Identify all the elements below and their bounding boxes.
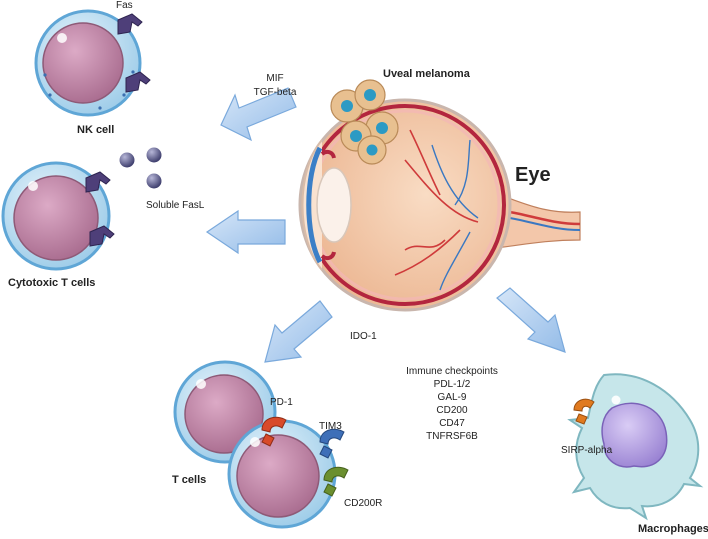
fas-receptor-top	[117, 13, 143, 35]
fas-receptor-ctl-top	[85, 171, 111, 193]
tgf-beta-label: TGF-beta	[253, 87, 297, 98]
pd1-receptor	[261, 416, 287, 447]
sirp-alpha-receptor	[573, 398, 595, 425]
fas-label: Fas	[116, 0, 133, 11]
t-cells-label: T cells	[172, 474, 207, 486]
eye-illustration	[298, 98, 581, 312]
fas-receptor-bottom	[125, 71, 151, 93]
immune-checkpoints-heading: Immune checkpoints	[406, 366, 498, 377]
eye-label: Eye	[515, 164, 551, 186]
cytotoxic-t-cell	[1, 161, 111, 271]
ido1-label: IDO-1	[350, 331, 377, 342]
checkpoint-tnfrsf6b: TNFRSF6B	[426, 431, 478, 442]
mif-label: MIF	[266, 73, 284, 84]
arrow-to-macrophages	[496, 287, 566, 353]
uveal-melanoma-label: Uveal melanoma	[383, 68, 470, 80]
tumor-cells	[330, 79, 399, 165]
cd200r-receptor	[323, 466, 349, 497]
checkpoint-cd200: CD200	[436, 405, 468, 416]
checkpoint-pdl12: PDL-1/2	[433, 379, 471, 390]
macrophage	[567, 373, 704, 521]
pd1-label: PD-1	[270, 397, 293, 408]
nk-cell	[34, 9, 142, 117]
checkpoint-cd47: CD47	[439, 418, 465, 429]
fas-receptor-ctl-bottom	[89, 225, 115, 247]
tim3-label: TIM3	[319, 421, 342, 432]
checkpoint-gal9: GAL-9	[437, 392, 467, 403]
tim3-receptor	[319, 428, 345, 459]
t-cell-front	[227, 419, 337, 529]
arrow-to-t-cells	[264, 300, 333, 363]
arrow-to-cytotoxic-t-cells	[205, 209, 286, 255]
cytotoxic-t-cells-label: Cytotoxic T cells	[8, 277, 96, 289]
arrow-to-nk-cell	[220, 87, 297, 142]
soluble-fasl-label: Soluble FasL	[146, 200, 205, 211]
macrophages-label: Macrophages	[638, 523, 708, 535]
soluble-fasl-beads	[119, 147, 162, 189]
cd200r-label: CD200R	[344, 498, 383, 509]
immune-checkpoints-list: Immune checkpoints PDL-1/2 GAL-9 CD200 C…	[392, 365, 512, 443]
sirp-alpha-label: SIRP-alpha	[561, 445, 613, 456]
nk-cell-label: NK cell	[77, 124, 115, 136]
